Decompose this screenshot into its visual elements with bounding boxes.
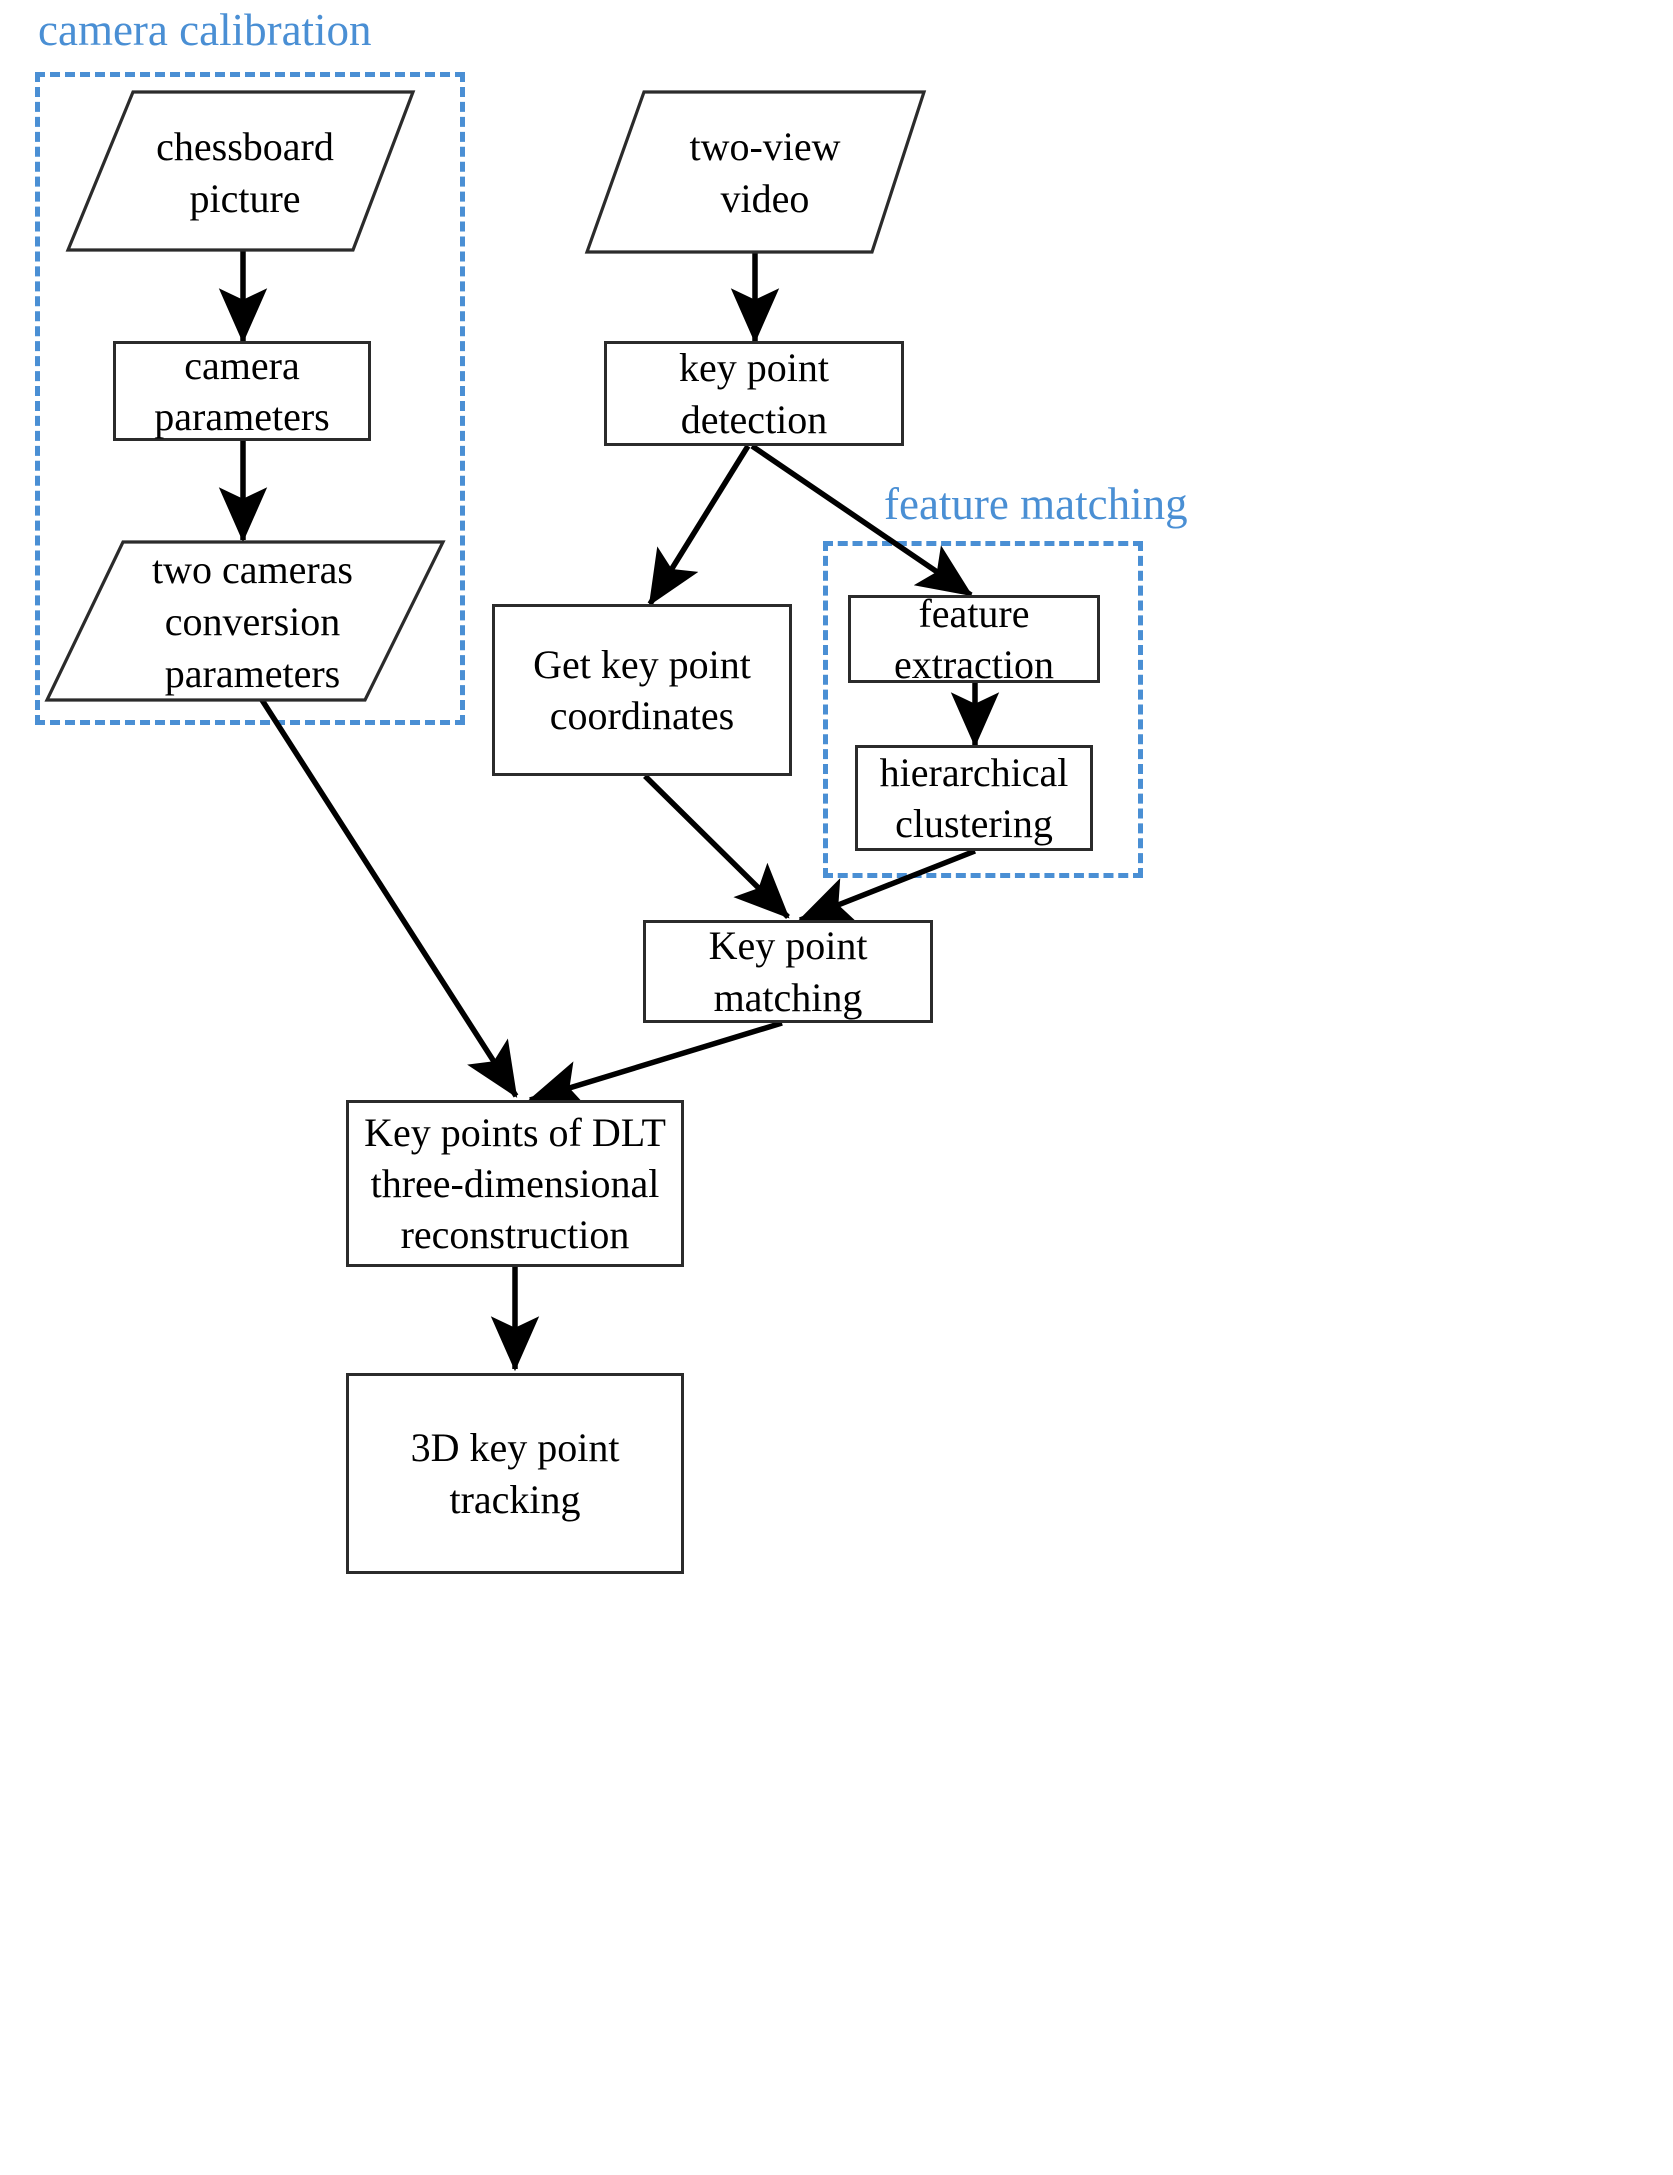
group-box-feature-matching xyxy=(823,541,1143,878)
node-hierarchical-clustering: hierarchical clustering xyxy=(855,745,1093,851)
node-get-key-point-coordinates: Get key point coordinates xyxy=(492,604,792,776)
group-box-camera-calibration xyxy=(35,72,465,725)
node-key-point-matching: Key point matching xyxy=(643,920,933,1023)
node-two-cameras-conversion-parameters: two cameras conversion parameters xyxy=(151,547,353,696)
edge-matching-to-dlt xyxy=(527,1020,783,1108)
group-label-feature-matching: feature matching xyxy=(884,479,1188,529)
node-two-view-video: two-view video xyxy=(689,123,841,221)
edge-conversion-to-dlt xyxy=(259,698,519,1098)
node-feature-extraction: feature extraction xyxy=(848,591,1100,687)
group-label-camera-calibration: camera calibration xyxy=(38,5,372,55)
node-chessboard-picture: chessboard picture xyxy=(156,123,334,221)
node-camera-parameters: camera parameters xyxy=(113,341,371,441)
node-3d-key-point-tracking: 3D key point tracking xyxy=(346,1373,684,1574)
edge-detection-to-coordinates xyxy=(647,444,751,606)
node-dlt-reconstruction: Key points of DLT three-dimensional reco… xyxy=(346,1100,684,1267)
node-key-point-detection: key point detection xyxy=(604,341,904,446)
edge-coordinates-to-matching xyxy=(643,774,790,919)
